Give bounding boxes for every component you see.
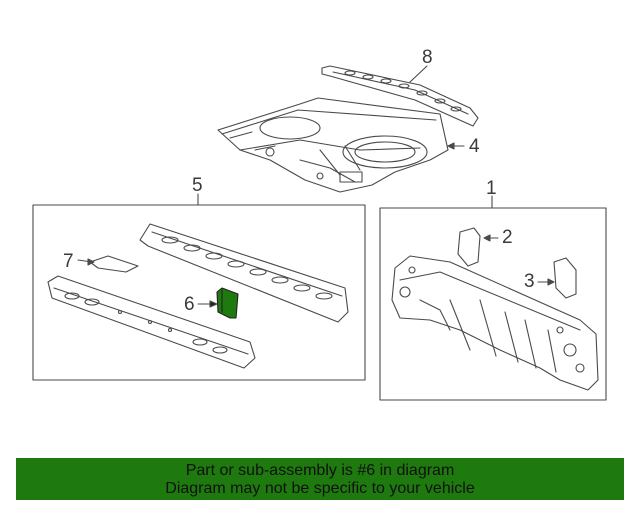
group-box-1 <box>379 207 607 401</box>
leader-line-8 <box>409 65 428 83</box>
part-5-lower-rail <box>47 275 256 369</box>
parts-diagram <box>32 65 607 401</box>
part-1-rear-panel <box>391 255 599 391</box>
part-5-crossmember <box>139 223 349 323</box>
callout-3: 3 <box>524 271 535 292</box>
callout-5: 5 <box>192 175 203 196</box>
info-banner: Part or sub-assembly is #6 in diagram Di… <box>16 458 624 500</box>
part-6-highlighted-bracket <box>216 287 239 319</box>
part-8-upper-rail <box>321 65 479 127</box>
banner-line-1: Part or sub-assembly is #6 in diagram <box>185 462 455 479</box>
banner-line-2: Diagram may not be specific to your vehi… <box>165 480 475 497</box>
part-2-bracket <box>457 227 481 267</box>
part-3-bracket <box>553 257 577 299</box>
callout-8: 8 <box>422 47 433 68</box>
callout-4: 4 <box>469 136 480 157</box>
callout-1: 1 <box>486 178 497 199</box>
callout-6: 6 <box>184 294 195 315</box>
group-box-5 <box>32 204 366 381</box>
part-4-rear-floor-pan <box>217 97 449 193</box>
callout-2: 2 <box>502 227 513 248</box>
callout-7: 7 <box>63 251 74 272</box>
part-7-bracket <box>89 255 139 273</box>
